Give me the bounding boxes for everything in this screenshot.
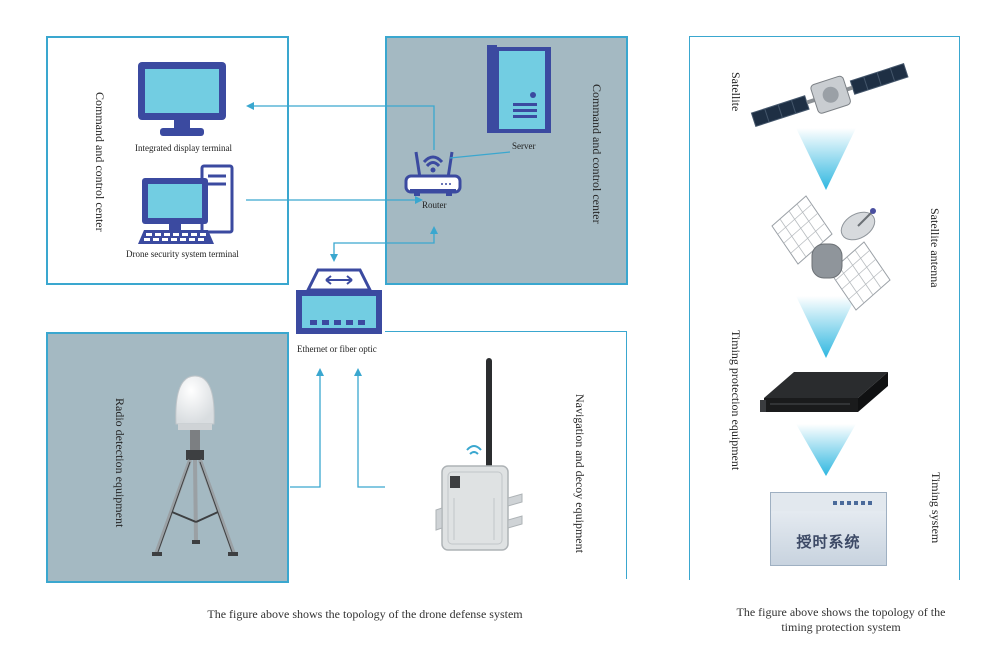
timing-protection-rack-icon — [760, 372, 888, 412]
ethernet-fiber-label: Ethernet or fiber optic — [297, 344, 377, 354]
router-label: Router — [422, 200, 447, 210]
device-screen-text: 授时系统 — [796, 533, 861, 551]
server-icon — [487, 45, 551, 133]
radio-detection-label: Radio detection equipment — [113, 398, 127, 528]
monitor-icon — [138, 62, 226, 136]
satellite-antenna-icon — [771, 195, 891, 311]
network-switch-icon — [296, 268, 382, 334]
integrated-display-terminal-label: Integrated display terminal — [135, 143, 232, 153]
satellite-label: Satellite — [729, 72, 743, 112]
down-arrow-icon — [796, 424, 856, 476]
navigation-decoy-label: Navigation and decoy equipment — [573, 394, 587, 553]
navigation-decoy-device-icon — [435, 358, 523, 551]
radio-detection-panel — [46, 332, 289, 583]
drone-security-terminal-label: Drone security system terminal — [126, 249, 239, 259]
timing-caption-line1: The figure above shows the topology of t… — [736, 605, 946, 619]
timing-caption-line2: timing protection system — [781, 620, 901, 634]
router-icon — [404, 151, 462, 196]
drone-system-caption: The figure above shows the topology of t… — [207, 607, 523, 621]
command-center-right-label: Command and control center — [590, 84, 604, 224]
server-label: Server — [512, 141, 536, 151]
satellite-antenna-label: Satellite antenna — [928, 208, 942, 288]
timing-protection-equipment-label: Timing protection equipment — [729, 330, 743, 471]
device-top-bar — [771, 493, 886, 511]
timing-system-label: Timing system — [929, 472, 943, 544]
command-center-left-label: Command and control center — [93, 92, 107, 232]
device-indicator-row — [833, 501, 873, 505]
down-arrow-icon — [796, 296, 856, 358]
timing-panel — [689, 36, 960, 580]
timing-system-device: 授时系统 — [770, 492, 887, 566]
desktop-computer-icon — [138, 164, 234, 244]
satellite-icon — [750, 63, 909, 128]
down-arrow-icon — [796, 128, 856, 190]
radio-detector-tripod-icon — [152, 375, 238, 556]
